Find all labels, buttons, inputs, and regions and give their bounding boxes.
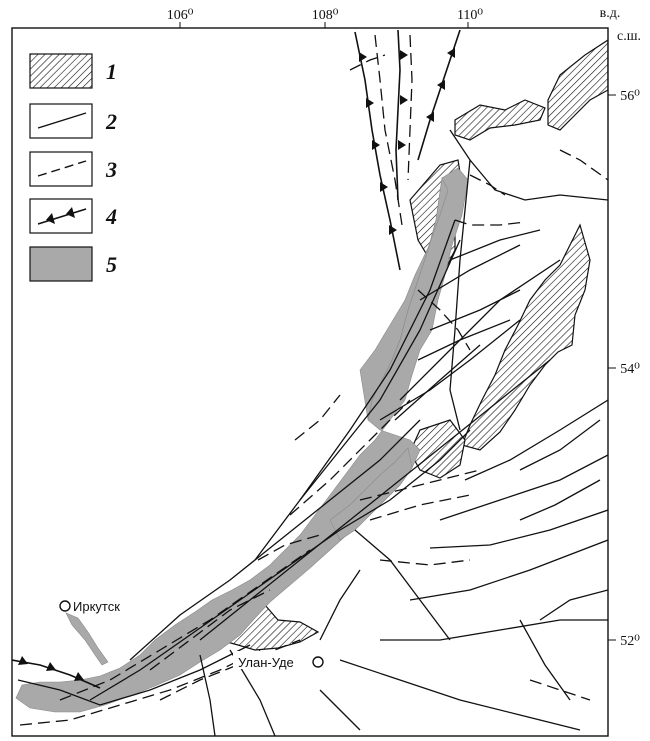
fault-solid	[380, 619, 608, 641]
city-irkutsk: Иркутск	[59, 599, 120, 614]
gray-zone-northeast-lobe	[359, 177, 449, 421]
lat-unit: с.ш.	[617, 29, 641, 44]
fault-solid	[399, 259, 561, 401]
fault-dashed	[349, 54, 386, 71]
fault-solid	[519, 479, 601, 521]
fault-dashed	[159, 639, 301, 701]
thrust-lines	[12, 29, 461, 689]
legend-symbol-gray	[29, 246, 93, 282]
city-marker	[312, 656, 324, 668]
lat-tick-54: 54⁰	[620, 362, 640, 377]
solid-faults	[17, 129, 608, 736]
legend-item-2: 2	[29, 103, 117, 139]
fault-dashed	[379, 559, 471, 566]
fault-dashed	[294, 394, 341, 441]
fault-solid	[429, 289, 521, 331]
dashed-faults	[19, 34, 608, 726]
fault-solid	[319, 569, 361, 641]
legend-item-5: 5	[29, 246, 117, 282]
fault-dashed	[454, 219, 526, 226]
lat-ticks: с.ш. 56⁰ 54⁰ 52⁰	[608, 29, 641, 649]
fault-dashed	[359, 469, 481, 501]
lon-tick-110: 110⁰	[457, 8, 483, 23]
thrust-line-north-outer	[354, 31, 401, 271]
thrust-line-north-inner	[395, 29, 401, 201]
lon-unit: в.д.	[600, 6, 621, 21]
fault-dashed	[407, 34, 413, 181]
city-label-irkutsk: Иркутск	[73, 599, 120, 614]
legend-number: 1	[106, 59, 117, 84]
fault-dashed	[469, 174, 506, 196]
fault-solid	[419, 244, 521, 301]
fault-solid	[199, 654, 216, 736]
hatched-area-north-strip	[454, 99, 546, 141]
lat-tick-56: 56⁰	[620, 89, 640, 104]
fault-solid	[449, 229, 541, 261]
hatched-area-northeast	[547, 39, 608, 131]
fault-dashed	[374, 34, 403, 226]
legend-symbol-solid-fault	[37, 112, 87, 129]
legend-number: 5	[106, 252, 117, 277]
fault-solid	[354, 529, 451, 641]
hatched-area-east-belt	[461, 223, 591, 451]
map-content: Иркутск Улан-Уде 1 2 3	[12, 29, 608, 736]
lon-tick-106: 106⁰	[167, 8, 194, 23]
map-frame	[11, 27, 609, 737]
fault-solid	[199, 359, 551, 641]
lon-ticks: 106⁰ 108⁰ 110⁰ в.д.	[167, 6, 621, 28]
lon-tick-108: 108⁰	[312, 8, 339, 23]
fault-solid	[449, 159, 471, 431]
city-label-ulan-ude: Улан-Уде	[238, 655, 294, 670]
fault-solid	[429, 509, 608, 549]
fault-solid	[379, 319, 521, 421]
fault-solid	[417, 319, 511, 361]
fault-solid	[409, 539, 608, 601]
fault-solid	[129, 419, 421, 661]
fault-solid	[339, 659, 581, 731]
legend-symbol-dashed-fault	[37, 160, 87, 177]
fault-solid	[539, 589, 608, 621]
legend-number: 2	[105, 109, 117, 134]
legend-item-3: 3	[29, 151, 117, 187]
fault-solid	[299, 219, 456, 501]
legend-number: 3	[105, 157, 117, 182]
gray-zones	[15, 167, 469, 713]
city-marker	[59, 600, 71, 612]
city-ulan-ude: Улан-Уде	[233, 651, 324, 670]
fault-dashed	[59, 549, 311, 701]
legend-symbol-hatched	[29, 53, 93, 89]
fault-solid	[17, 644, 251, 706]
legend-symbol-thrust	[37, 208, 87, 225]
fault-dashed	[529, 679, 591, 701]
fault-dashed	[257, 534, 321, 561]
fault-dashed	[417, 289, 471, 351]
fault-dashed	[149, 589, 271, 671]
fault-solid	[319, 689, 361, 731]
legend-item-1: 1	[29, 53, 117, 89]
gray-zone-irkutsk-branch	[65, 612, 109, 666]
fault-solid	[464, 399, 608, 481]
fault-solid	[519, 619, 571, 701]
thrust-teeth	[18, 48, 455, 681]
fault-dashed	[559, 149, 608, 181]
fault-solid	[449, 129, 608, 201]
legend-number: 4	[105, 204, 117, 229]
fault-dashed	[19, 649, 261, 726]
fault-solid	[394, 344, 481, 421]
lat-tick-52: 52⁰	[620, 634, 640, 649]
fault-solid	[89, 429, 471, 701]
fault-solid	[254, 239, 461, 561]
fault-solid	[439, 454, 608, 521]
legend: 1 2 3 4 5	[18, 34, 138, 284]
fault-dashed	[289, 399, 411, 516]
fault-solid	[519, 419, 601, 471]
legend-item-4: 4	[29, 198, 117, 234]
